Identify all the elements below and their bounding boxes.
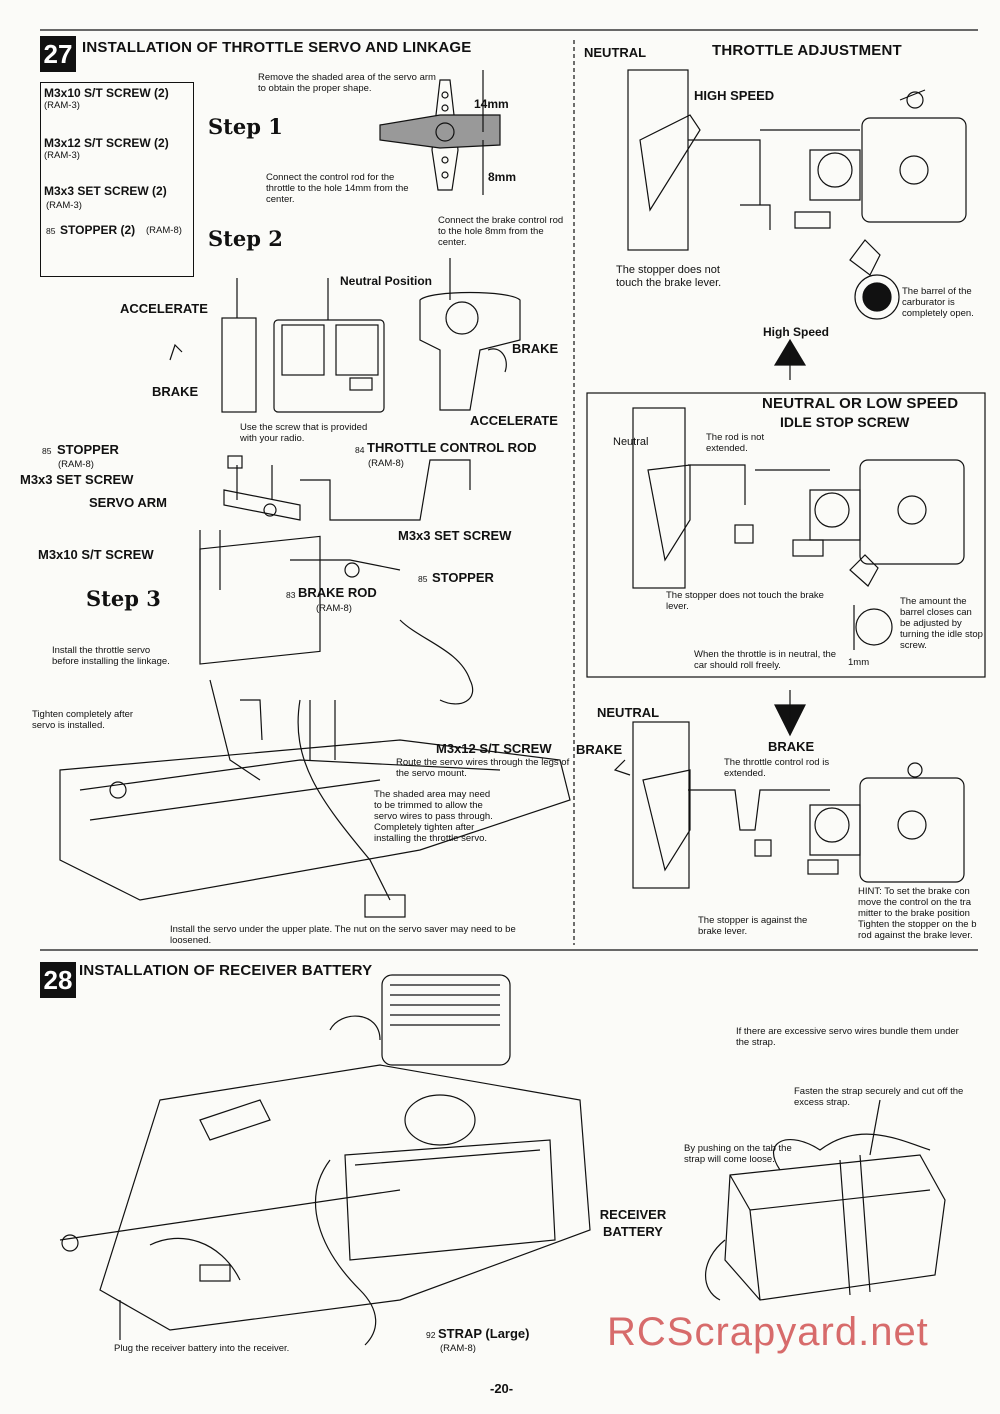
- one-mm-label: 1mm: [848, 657, 870, 668]
- m3x3-set-screw-label-2: M3x3 SET SCREW: [398, 528, 512, 543]
- section-27-number: 27: [40, 36, 76, 72]
- stopper-code: (RAM-8): [58, 459, 94, 470]
- rod-not-extended-note: The rod is not extended.: [706, 432, 765, 454]
- neutral-low-speed-title: NEUTRAL OR LOW SPEED: [762, 395, 959, 412]
- step-3-label: Step 3: [86, 586, 161, 611]
- part-stopper-code: (RAM-8): [146, 225, 182, 236]
- ref-85-b: 85: [418, 574, 428, 584]
- tighten-note: Tighten completely after servo is instal…: [32, 709, 134, 731]
- stopper-not-touch-note: The stopper does not touch the brake lev…: [616, 264, 722, 289]
- servo-arm-label: SERVO ARM: [89, 495, 168, 510]
- fasten-strap-note: Fasten the strap securely and cut off th…: [794, 1086, 964, 1108]
- part-m3x12-code: (RAM-3): [44, 150, 80, 161]
- neutral-label-bottom: NEUTRAL: [597, 705, 660, 720]
- m3x12-label: M3x12 S/T SCREW: [436, 741, 552, 756]
- brake-label-left: BRAKE: [152, 384, 199, 399]
- neutral-label-top: NEUTRAL: [584, 45, 647, 60]
- strap-label: STRAP (Large): [438, 1326, 530, 1341]
- ref-85-a: 85: [42, 446, 52, 456]
- step-2-label: Step 2: [208, 226, 283, 251]
- step-1-label: Step 1: [208, 114, 283, 139]
- section-27-title: INSTALLATION OF THROTTLE SERVO AND LINKA…: [82, 39, 472, 56]
- step1-note-remove: Remove the shaded area of the servo arm …: [258, 72, 436, 94]
- stopper-against-note: The stopper is against the brake lever.: [698, 915, 808, 937]
- bundle-wires-note: If there are excessive servo wires bundl…: [736, 1026, 959, 1048]
- shaded-area-note: The shaded area may need to be trimmed t…: [374, 789, 493, 844]
- brake-panel-title: BRAKE: [768, 739, 815, 754]
- brake-label-side: BRAKE: [576, 742, 623, 757]
- accelerate-label-left: ACCELERATE: [120, 301, 208, 316]
- throttle-adjustment-title: THROTTLE ADJUSTMENT: [712, 42, 902, 59]
- page-number: -20-: [490, 1381, 514, 1396]
- dim-8mm: 8mm: [488, 170, 517, 184]
- m3x3-set-screw-label: M3x3 SET SCREW: [20, 472, 134, 487]
- brake-rod-label: BRAKE ROD: [298, 585, 377, 600]
- ref-83: 83: [286, 590, 296, 600]
- neutral-position-label: Neutral Position: [340, 274, 433, 288]
- ref-84: 84: [355, 445, 365, 455]
- route-wires-note: Route the servo wires through the legs o…: [396, 757, 570, 779]
- part-m3x10: M3x10 S/T SCREW (2): [44, 86, 169, 100]
- stopper-label: STOPPER: [57, 442, 119, 457]
- receiver-battery-label: RECEIVER BATTERY: [599, 1207, 667, 1239]
- stopper-label-2: STOPPER: [432, 570, 494, 585]
- throttle-rod-code: (RAM-8): [368, 458, 404, 469]
- accelerate-label-right: ACCELERATE: [470, 413, 558, 428]
- plug-receiver-note: Plug the receiver battery into the recei…: [114, 1343, 290, 1354]
- part-m3x3-code: (RAM-3): [46, 200, 82, 211]
- install-servo-note: Install the throttle servo before instal…: [52, 645, 170, 667]
- barrel-open-note: The barrel of the carburator is complete…: [902, 286, 974, 319]
- m3x10-label: M3x10 S/T SCREW: [38, 547, 154, 562]
- neutral-label-mid: Neutral: [613, 436, 649, 448]
- part-m3x3: M3x3 SET SCREW (2): [44, 184, 167, 198]
- brake-label-right: BRAKE: [512, 341, 559, 356]
- part-m3x12: M3x12 S/T SCREW (2): [44, 136, 169, 150]
- part-stopper: STOPPER (2): [60, 223, 136, 237]
- section-28-title: INSTALLATION OF RECEIVER BATTERY: [79, 962, 373, 979]
- watermark: RCScrapyard.net: [607, 1310, 929, 1354]
- parts-box: [40, 82, 194, 277]
- step1-note-brake: Connect the brake control rod to the hol…: [438, 215, 564, 248]
- roll-freely-note: When the throttle is in neutral, the car…: [694, 649, 837, 671]
- dim-14mm: 14mm: [474, 97, 509, 111]
- step1-note-throttle: Connect the control rod for the throttle…: [266, 172, 409, 205]
- part-m3x10-code: (RAM-3): [44, 100, 80, 111]
- high-speed-label: HIGH SPEED: [694, 88, 775, 103]
- stopper-not-touch-note-2: The stopper does not touch the brake lev…: [666, 590, 824, 612]
- strap-code: (RAM-8): [440, 1343, 476, 1354]
- amount-barrel-note: The amount the barrel closes can be adju…: [900, 596, 983, 651]
- part-stopper-ref: 85: [46, 226, 56, 236]
- throttle-control-rod-label: THROTTLE CONTROL ROD: [367, 440, 537, 455]
- screw-provided-note: Use the screw that is provided with your…: [240, 422, 368, 444]
- install-under-plate-note: Install the servo under the upper plate.…: [170, 924, 516, 946]
- high-speed-arrow-label: High Speed: [763, 325, 830, 339]
- strap-ref: 92: [426, 1330, 436, 1340]
- section-28-number: 28: [40, 962, 76, 998]
- hint-note: HINT: To set the brake con move the cont…: [858, 886, 977, 941]
- brake-rod-code: (RAM-8): [316, 603, 352, 614]
- push-tab-note: By pushing on the tab the strap will com…: [684, 1143, 792, 1165]
- idle-stop-screw-label: IDLE STOP SCREW: [780, 414, 910, 430]
- rod-extended-note: The throttle control rod is extended.: [724, 757, 830, 779]
